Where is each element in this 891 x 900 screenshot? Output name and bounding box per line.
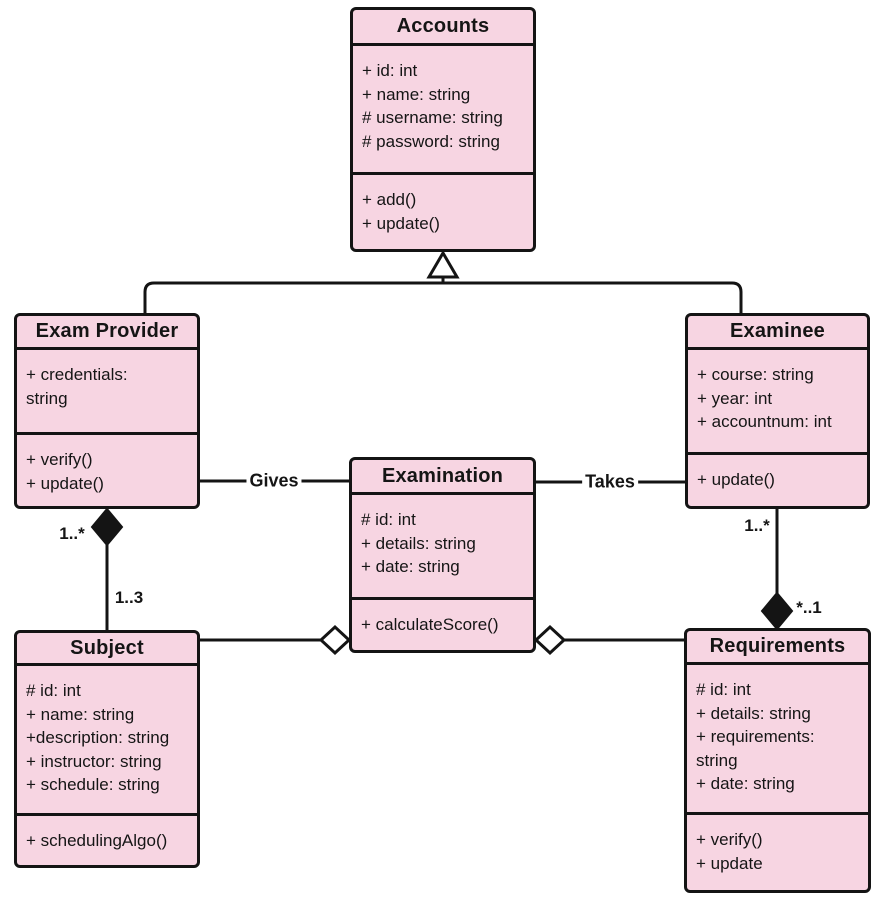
attribute: + course: string xyxy=(697,365,814,384)
attribute: # password: string xyxy=(362,131,500,151)
class-accounts-attributes: + id: int + name: string # username: str… xyxy=(353,46,533,175)
generalization-connector-line xyxy=(143,281,743,313)
attribute: + credentials: string xyxy=(26,365,128,408)
attribute: # id: int xyxy=(696,680,751,699)
class-subject: Subject # id: int + name: string +descri… xyxy=(14,630,200,868)
class-examination-attributes: # id: int + details: string + date: stri… xyxy=(352,495,533,600)
class-examination: Examination # id: int + details: string … xyxy=(349,457,536,653)
multiplicity-requirements-end: *..1 xyxy=(796,598,822,617)
class-accounts: Accounts + id: int + name: string # user… xyxy=(350,7,536,252)
attribute: + accountnum: int xyxy=(697,412,832,431)
method: + add() xyxy=(362,190,417,209)
method: + update() xyxy=(26,473,104,493)
class-examinee-methods: + update() xyxy=(688,455,867,506)
class-accounts-name: Accounts xyxy=(353,10,533,46)
multiplicity-exam-provider-end: 1..* xyxy=(59,524,85,543)
class-examination-methods: + calculateScore() xyxy=(352,600,533,650)
method: + update xyxy=(696,853,763,873)
class-exam-provider-methods: + verify() + update() xyxy=(17,435,197,506)
method: + calculateScore() xyxy=(361,615,499,634)
attribute: # id: int xyxy=(361,510,416,529)
class-exam-provider-attributes: + credentials: string xyxy=(17,350,197,435)
aggregation-open-diamond-icon xyxy=(533,624,567,656)
multiplicity-examinee-end: 1..* xyxy=(744,516,770,535)
attribute: + requirements: string xyxy=(696,727,815,770)
class-examinee-name: Examinee xyxy=(688,316,867,350)
class-examination-name: Examination xyxy=(352,460,533,495)
attribute: + schedule: string xyxy=(26,775,160,794)
multiplicity-subject-end: 1..3 xyxy=(114,588,144,607)
attribute: # id: int xyxy=(26,681,81,700)
attribute: + name: string xyxy=(26,704,135,724)
attribute: + details: string xyxy=(361,533,476,553)
composition-filled-diamond-icon xyxy=(760,591,794,631)
attribute: + year: int xyxy=(697,388,773,408)
method: + verify() xyxy=(26,450,93,469)
association-label-takes: Takes xyxy=(582,471,638,493)
association-label-gives: Gives xyxy=(246,470,302,492)
class-requirements: Requirements # id: int + details: string… xyxy=(684,628,871,893)
attribute: + id: int xyxy=(362,61,418,80)
class-exam-provider: Exam Provider + credentials: string + ve… xyxy=(14,313,200,509)
attribute: + details: string xyxy=(696,703,811,723)
class-requirements-methods: + verify() + update xyxy=(687,815,868,890)
attribute: + instructor: string xyxy=(26,751,162,771)
class-examinee-attributes: + course: string + year: int + accountnu… xyxy=(688,350,867,455)
method: + update() xyxy=(697,470,775,489)
class-requirements-name: Requirements xyxy=(687,631,868,665)
attribute: +description: string xyxy=(26,728,170,747)
class-subject-name: Subject xyxy=(17,633,197,666)
class-requirements-attributes: # id: int + details: string + requiremen… xyxy=(687,665,868,815)
class-subject-attributes: # id: int + name: string +description: s… xyxy=(17,666,197,816)
method: + update() xyxy=(362,213,440,233)
attribute: + date: string xyxy=(361,557,460,576)
method: + schedulingAlgo() xyxy=(26,831,168,850)
class-accounts-methods: + add() + update() xyxy=(353,175,533,249)
aggregation-open-diamond-icon xyxy=(318,624,352,656)
class-subject-methods: + schedulingAlgo() xyxy=(17,816,197,865)
method: + verify() xyxy=(696,830,763,849)
generalization-triangle-icon xyxy=(426,250,460,279)
attribute: + date: string xyxy=(696,774,795,793)
class-examinee: Examinee + course: string + year: int + … xyxy=(685,313,870,509)
class-exam-provider-name: Exam Provider xyxy=(17,316,197,350)
attribute: # username: string xyxy=(362,108,503,127)
attribute: + name: string xyxy=(362,84,471,104)
composition-filled-diamond-icon xyxy=(90,507,124,547)
